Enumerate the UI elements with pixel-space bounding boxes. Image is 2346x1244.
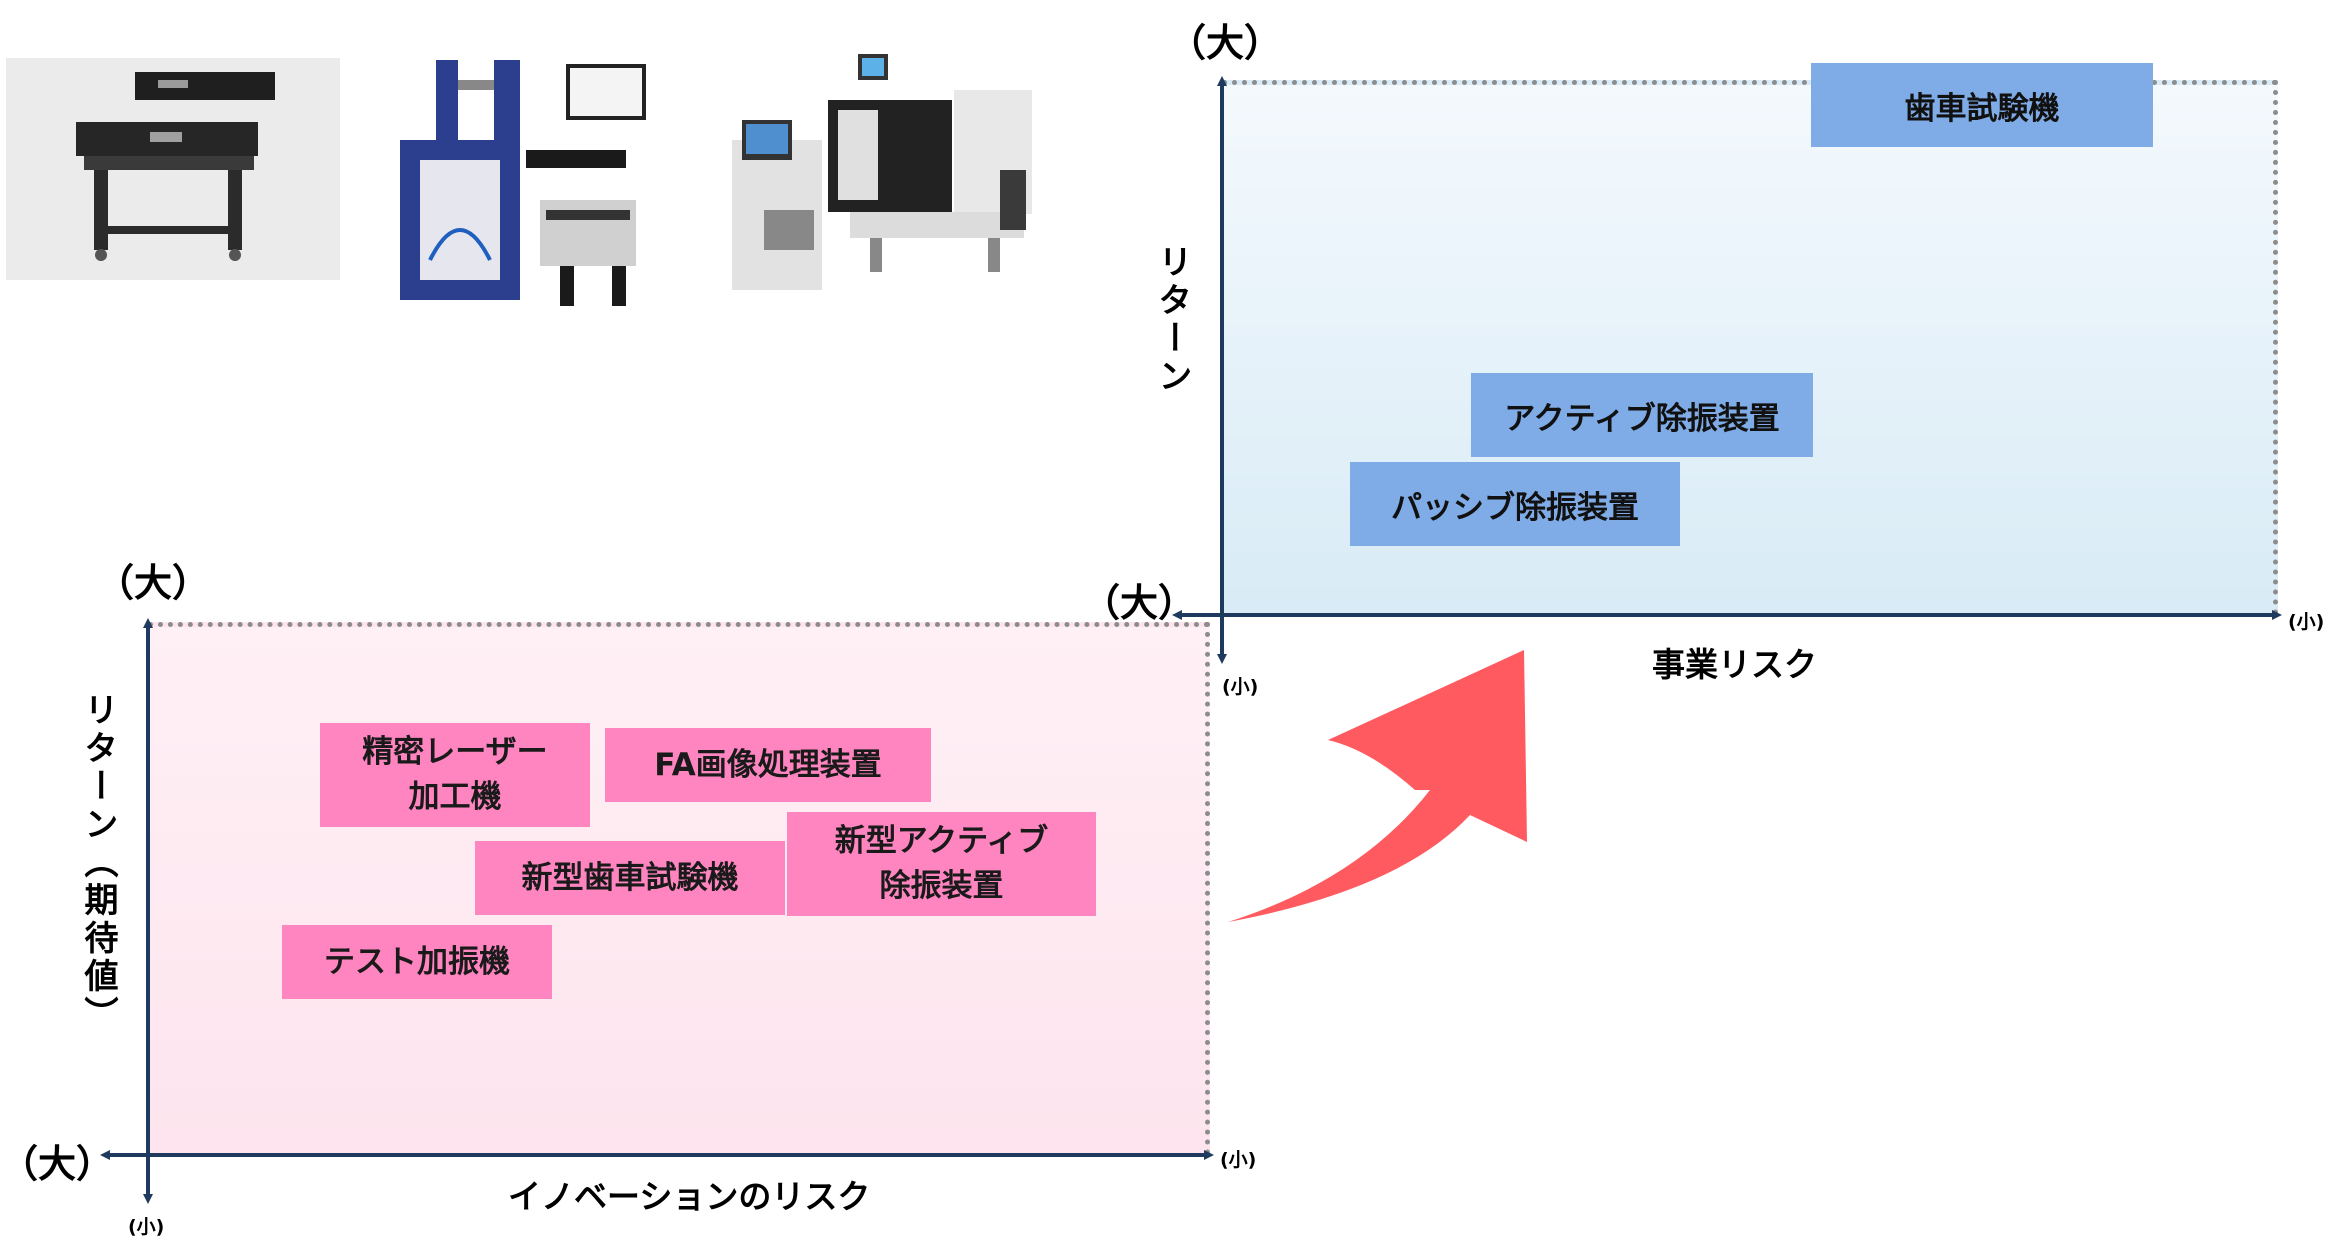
current-x-right-label: (小): [1220, 1149, 1257, 1171]
product-photos-svg: [6, 54, 1032, 306]
current-x-left-label: （大）: [0, 1142, 115, 1186]
vibration-isolation-table-photo: [6, 58, 340, 280]
future-y-bottom-label: (小): [1222, 676, 1259, 698]
item-test-shaker: テスト加振機: [282, 925, 552, 999]
item-precision-laser: 精密レーザー 加工機: [320, 723, 590, 827]
item-fa-image-processing: FA画像処理装置: [605, 728, 931, 802]
current-axes: [100, 618, 1214, 1204]
item-gear-tester: 歯車試験機: [1811, 63, 2153, 147]
gear-testing-machine-photo: [400, 60, 646, 306]
future-y-axis-title: リターン: [1152, 244, 1192, 396]
current-y-top-label: （大）: [96, 561, 211, 605]
future-x-left-label: （大）: [1082, 581, 1197, 625]
laser-processing-machine-photo: [732, 54, 1032, 290]
current-y-bottom-label: (小): [128, 1216, 165, 1238]
transition-arrow: [1228, 650, 1527, 922]
item-new-active-isolation: 新型アクティブ 除振装置: [787, 812, 1096, 916]
item-new-gear-tester: 新型歯車試験機: [475, 841, 785, 915]
product-photos: [0, 50, 1060, 310]
item-active-isolation: アクティブ除振装置: [1471, 373, 1813, 457]
future-x-axis-title: 事業リスク: [1652, 645, 1817, 684]
future-y-top-label: （大）: [1168, 21, 1283, 65]
current-x-axis-title: イノベーションのリスク: [508, 1177, 871, 1216]
future-axes: [1172, 76, 2282, 664]
future-x-right-label: (小): [2288, 611, 2325, 633]
current-y-axis-title: リターン（期待値）: [78, 692, 118, 1034]
item-passive-isolation: パッシブ除振装置: [1350, 462, 1680, 546]
